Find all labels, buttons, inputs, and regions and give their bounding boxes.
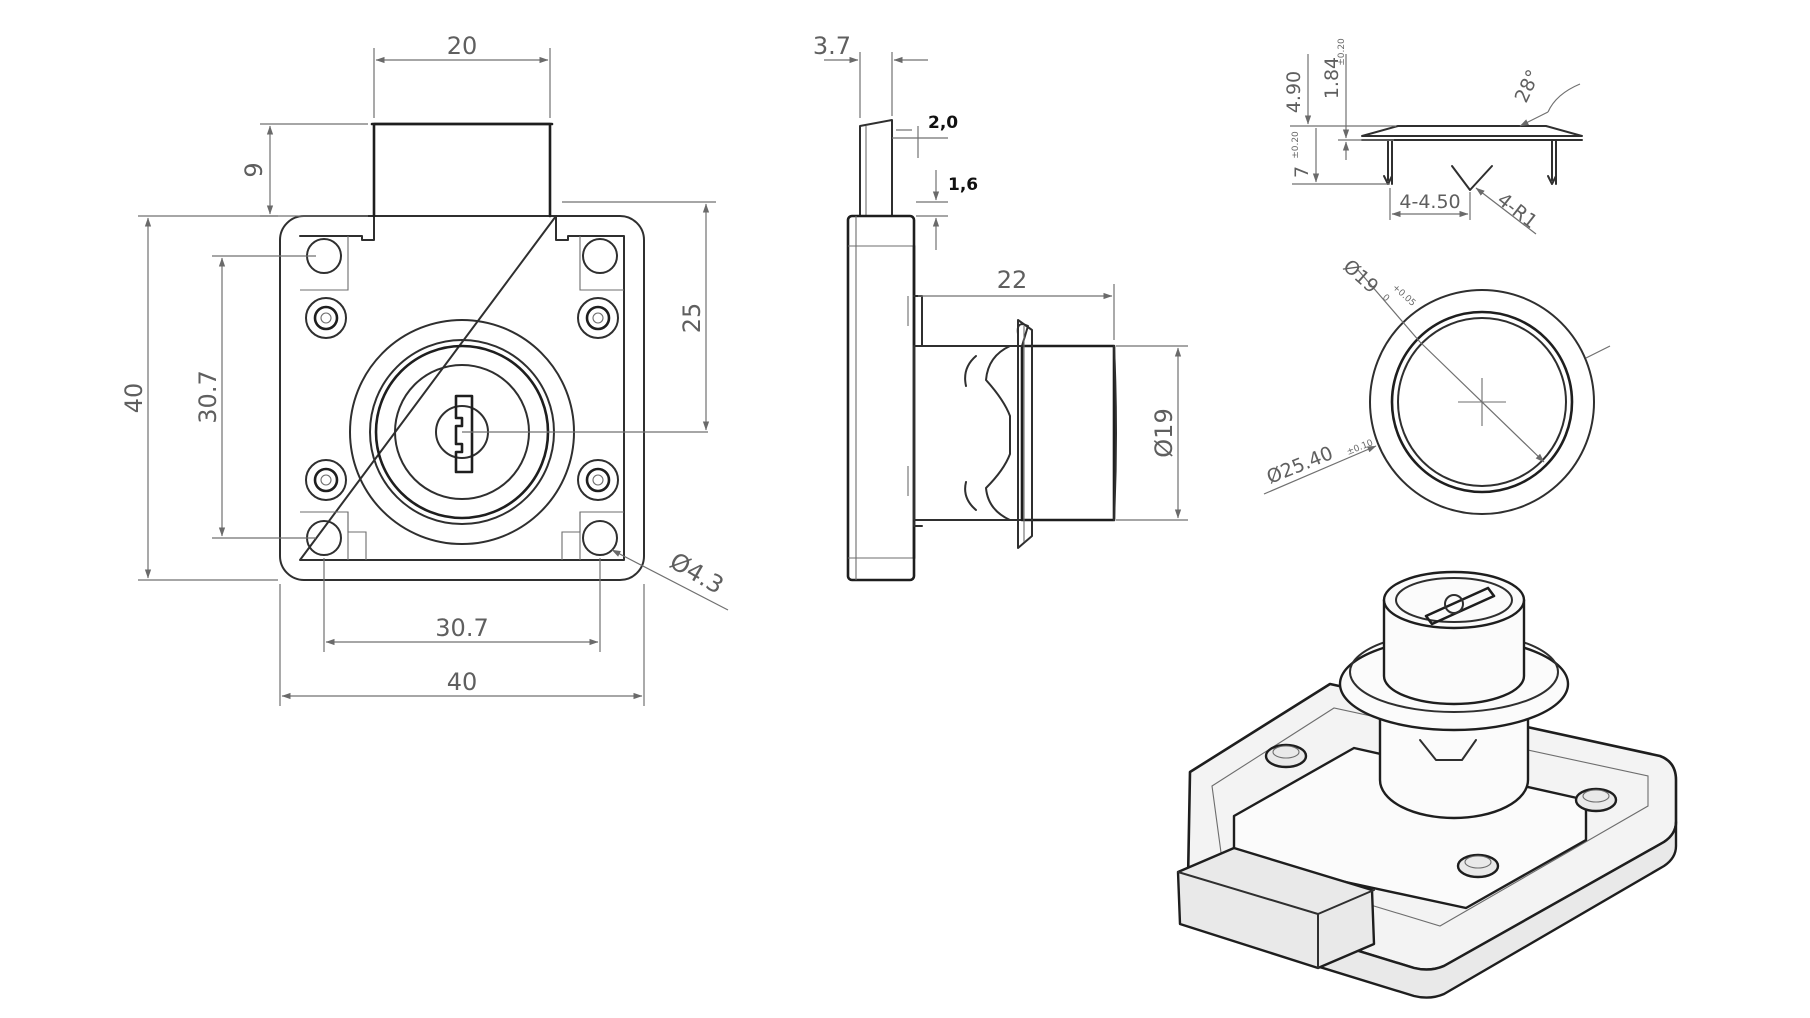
side-view: 3.7 2,0 1,6 22 Ø19 (813, 32, 1188, 582)
front-view: 20 9 40 30.7 25 30.7 (120, 32, 728, 706)
dim-bolt-offset: 2,0 (892, 113, 958, 158)
dim-cylinder-length-label: 22 (997, 266, 1028, 294)
front-screw-bosses (305, 297, 619, 501)
dim-inner-tolerance-upper: +0.05 (1390, 283, 1417, 309)
dim-outer-diameter-label: Ø25.40 (1264, 442, 1337, 488)
dim-bolt-offset-label: 2,0 (928, 113, 958, 133)
dim-outer-tolerance: ±0.10 (1345, 438, 1375, 458)
dim-pin-length: 7 ±0.20 (1291, 128, 1390, 185)
dim-plate-thickness: 3.7 (813, 32, 928, 118)
side-bolt (859, 119, 893, 217)
dim-hole-vertical-label: 30.7 (194, 370, 222, 423)
ring-view: Ø19 +0.05 0 Ø25.40 ±0.10 (1264, 255, 1611, 515)
dim-hole-horizontal: 30.7 (323, 558, 601, 652)
dim-cylinder-diameter-label: Ø19 (1150, 408, 1178, 457)
dim-overall-height: 40 (120, 215, 278, 581)
iso-screw-bosses (1264, 743, 1618, 879)
front-lock-body (279, 215, 645, 581)
dim-flange-lip-label: 1.84 (1321, 57, 1343, 99)
flange-detail: 4.90 1.84 ±0.20 7 ±0.20 28° 4-R1 (1283, 38, 1583, 235)
dim-hole-horizontal-label: 30.7 (435, 614, 488, 642)
dim-center-offset: 25 (562, 201, 716, 431)
side-cylinder (913, 295, 1117, 549)
dim-angle: 28° (1511, 66, 1581, 127)
isometric-view (1176, 570, 1678, 999)
dim-hole-diameter-label: Ø4.3 (665, 547, 728, 600)
dim-pin-spacing: 4-4.50 (1389, 188, 1471, 220)
dim-overall-width: 40 (279, 584, 645, 706)
dim-pin-length-label: 7 (1291, 166, 1313, 178)
dim-radius: 4-R1 (1475, 187, 1541, 235)
dim-cylinder-diameter: Ø19 (1116, 345, 1188, 521)
dim-bolt-height: 9 (240, 123, 368, 217)
flange-profile (1361, 125, 1583, 191)
dim-flange-height: 4.90 (1283, 54, 1396, 127)
dim-overall-width-label: 40 (447, 668, 478, 696)
dim-bolt-width: 20 (373, 32, 551, 118)
dim-hole-vertical: 30.7 (194, 255, 316, 539)
dim-bolt-step-label: 1,6 (948, 175, 978, 195)
iso-bolt (1176, 846, 1376, 970)
front-bolt (370, 122, 554, 218)
dim-flange-lip-tolerance: ±0.20 (1337, 38, 1347, 66)
dim-pin-length-tolerance: ±0.20 (1291, 131, 1301, 159)
dim-pin-spacing-label: 4-4.50 (1399, 191, 1460, 213)
side-plate (846, 214, 916, 582)
dim-overall-height-label: 40 (120, 383, 148, 414)
dim-angle-label: 28° (1511, 66, 1545, 106)
dim-bolt-height-label: 9 (240, 162, 268, 177)
dim-flange-lip: 1.84 ±0.20 (1321, 38, 1394, 160)
iso-cylinder (1338, 570, 1570, 820)
dim-radius-label: 4-R1 (1493, 189, 1541, 234)
dim-bolt-width-label: 20 (447, 32, 478, 60)
dim-cylinder-length: 22 (918, 266, 1115, 340)
dim-inner-diameter: Ø19 +0.05 0 (1339, 255, 1545, 463)
dim-flange-height-label: 4.90 (1283, 71, 1305, 113)
dim-inner-tolerance-lower: 0 (1380, 293, 1391, 304)
front-cylinder (349, 319, 708, 545)
dim-plate-thickness-label: 3.7 (813, 32, 851, 60)
dim-center-offset-label: 25 (678, 303, 706, 334)
dim-bolt-step: 1,6 (916, 170, 978, 250)
